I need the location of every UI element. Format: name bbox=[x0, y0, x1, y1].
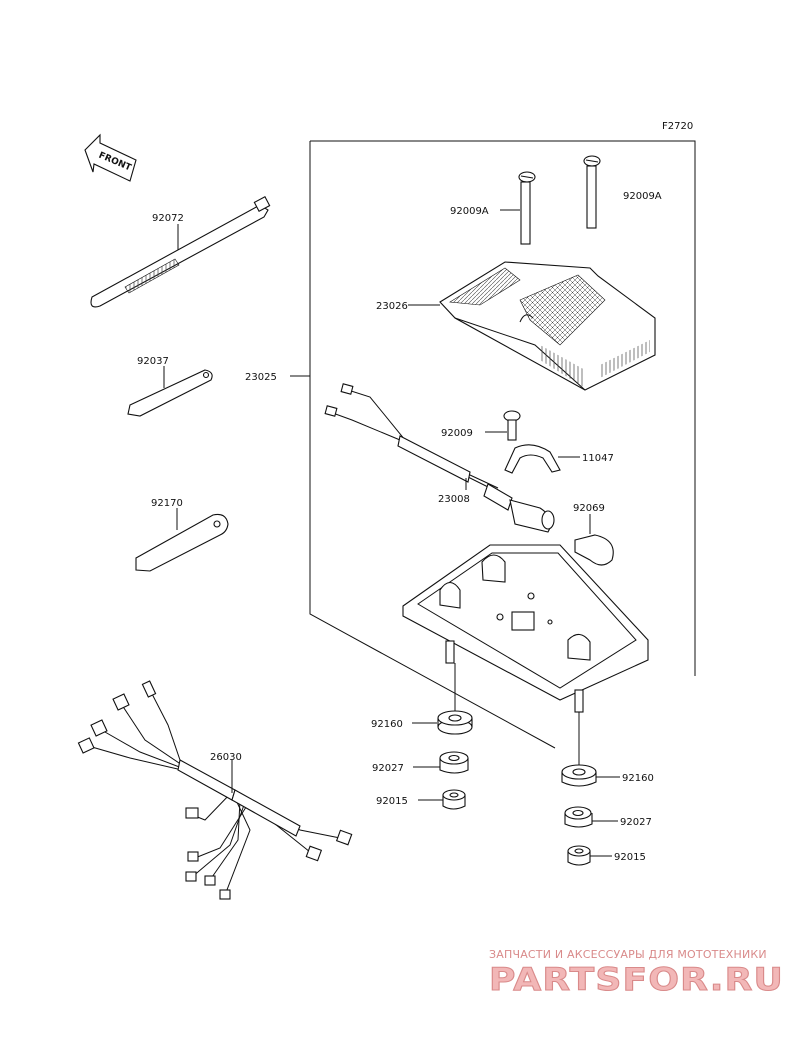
label-11047: 11047 bbox=[582, 453, 614, 464]
front-arrow-icon: FRONT bbox=[84, 133, 137, 182]
wiring-harness-26030 bbox=[77, 680, 353, 900]
screw-92009 bbox=[503, 410, 521, 441]
label-92009: 92009 bbox=[441, 428, 473, 439]
label-92037: 92037 bbox=[137, 356, 169, 367]
label-92009A-right: 92009A bbox=[623, 191, 662, 202]
screw-92009A-left bbox=[518, 171, 536, 245]
label-23026: 23026 bbox=[376, 301, 408, 312]
collar-92027-left bbox=[439, 751, 469, 774]
label-92072: 92072 bbox=[152, 213, 184, 224]
label-23025: 23025 bbox=[245, 372, 277, 383]
label-26030: 26030 bbox=[210, 752, 242, 763]
label-92160-right: 92160 bbox=[622, 773, 654, 784]
nut-92015-right bbox=[567, 845, 591, 866]
socket-harness-23008 bbox=[324, 383, 555, 533]
label-92015-left: 92015 bbox=[376, 796, 408, 807]
label-92027-right: 92027 bbox=[620, 817, 652, 828]
label-92069: 92069 bbox=[573, 503, 605, 514]
watermark-tagline: ЗАПЧАСТИ И АКСЕССУАРЫ ДЛЯ МОТОТЕХНИКИ bbox=[489, 948, 767, 961]
watermark-brand: PARTSFOR.RU bbox=[489, 962, 784, 998]
screw-92009A-right bbox=[583, 155, 601, 229]
grommet-92160-left bbox=[437, 710, 473, 735]
clamp-92037 bbox=[127, 369, 213, 417]
label-23008: 23008 bbox=[438, 494, 470, 505]
nut-92015-left bbox=[442, 789, 466, 810]
lamp-housing bbox=[402, 544, 649, 713]
label-92160-left: 92160 bbox=[371, 719, 403, 730]
label-92015-right: 92015 bbox=[614, 852, 646, 863]
bracket-11047 bbox=[504, 444, 561, 474]
grommet-92160-right bbox=[561, 764, 597, 787]
label-92009A-left: 92009A bbox=[450, 206, 489, 217]
collar-92027-right bbox=[564, 806, 593, 828]
label-92027-left: 92027 bbox=[372, 763, 404, 774]
assembly-bracket bbox=[309, 140, 696, 749]
cable-tie-92072 bbox=[90, 196, 271, 308]
figure-code: F2720 bbox=[662, 121, 693, 132]
clamp-92170 bbox=[135, 513, 229, 572]
label-92170: 92170 bbox=[151, 498, 183, 509]
bulb-92069 bbox=[574, 534, 614, 566]
lamp-cover-23026 bbox=[439, 261, 656, 391]
